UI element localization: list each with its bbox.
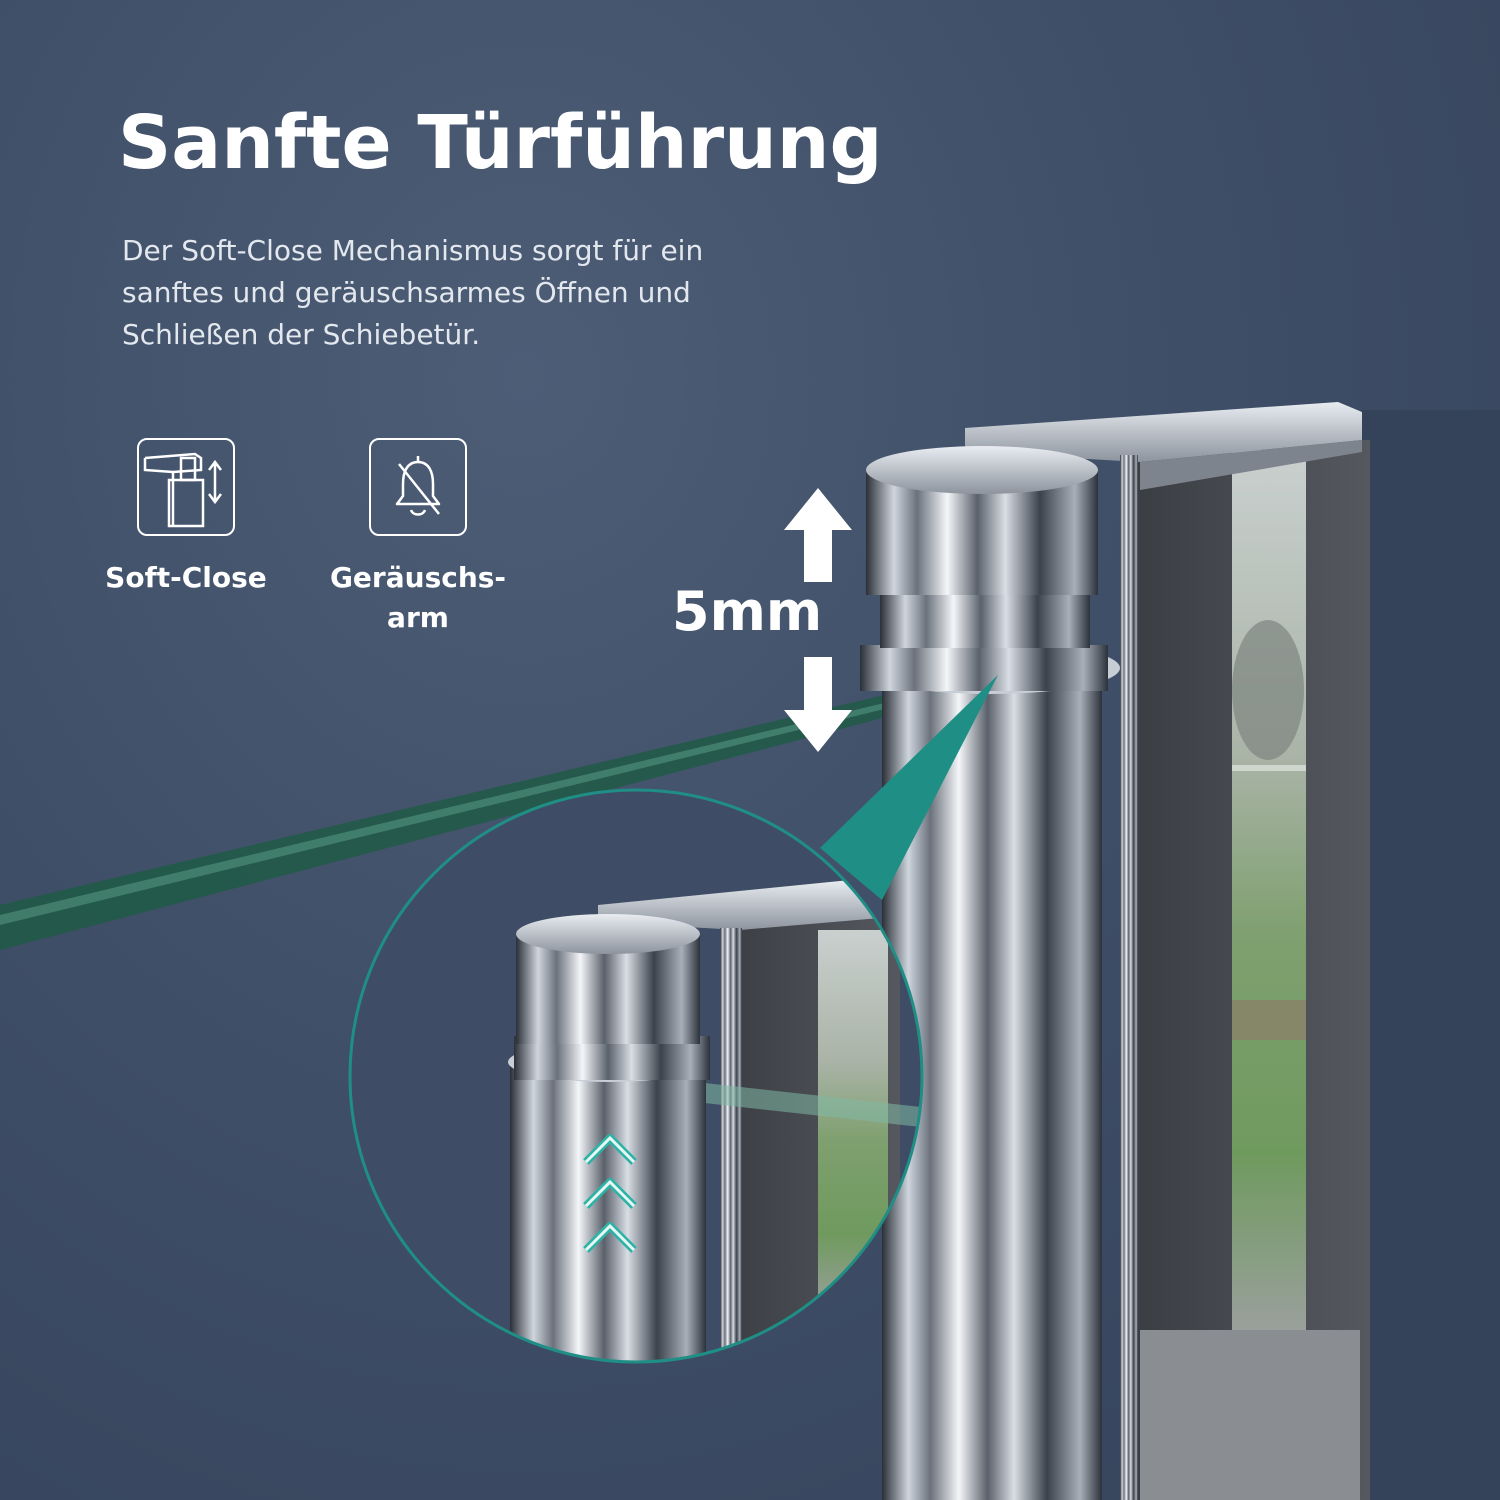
feature-quiet: Geräuschs- arm <box>298 438 538 638</box>
feature-label-line: arm <box>387 601 449 634</box>
soft-close-icon <box>137 438 235 536</box>
description-line: Schließen der Schiebetür. <box>122 318 481 351</box>
feature-label: Geräuschs- arm <box>298 558 538 638</box>
feature-label-line: Soft-Close <box>105 561 267 594</box>
bell-off-icon <box>369 438 467 536</box>
feature-soft-close: Soft-Close <box>66 438 306 598</box>
headline: Sanfte Türführung <box>118 100 883 186</box>
measurement-label: 5mm <box>672 580 823 643</box>
feature-label-line: Geräuschs- <box>329 561 507 594</box>
description-line: Der Soft-Close Mechanismus sorgt für ein <box>122 234 704 267</box>
description-line: sanftes und geräuschsarmes Öffnen und <box>122 276 691 309</box>
description: Der Soft-Close Mechanismus sorgt für ein… <box>122 230 822 356</box>
feature-label: Soft-Close <box>66 558 306 598</box>
